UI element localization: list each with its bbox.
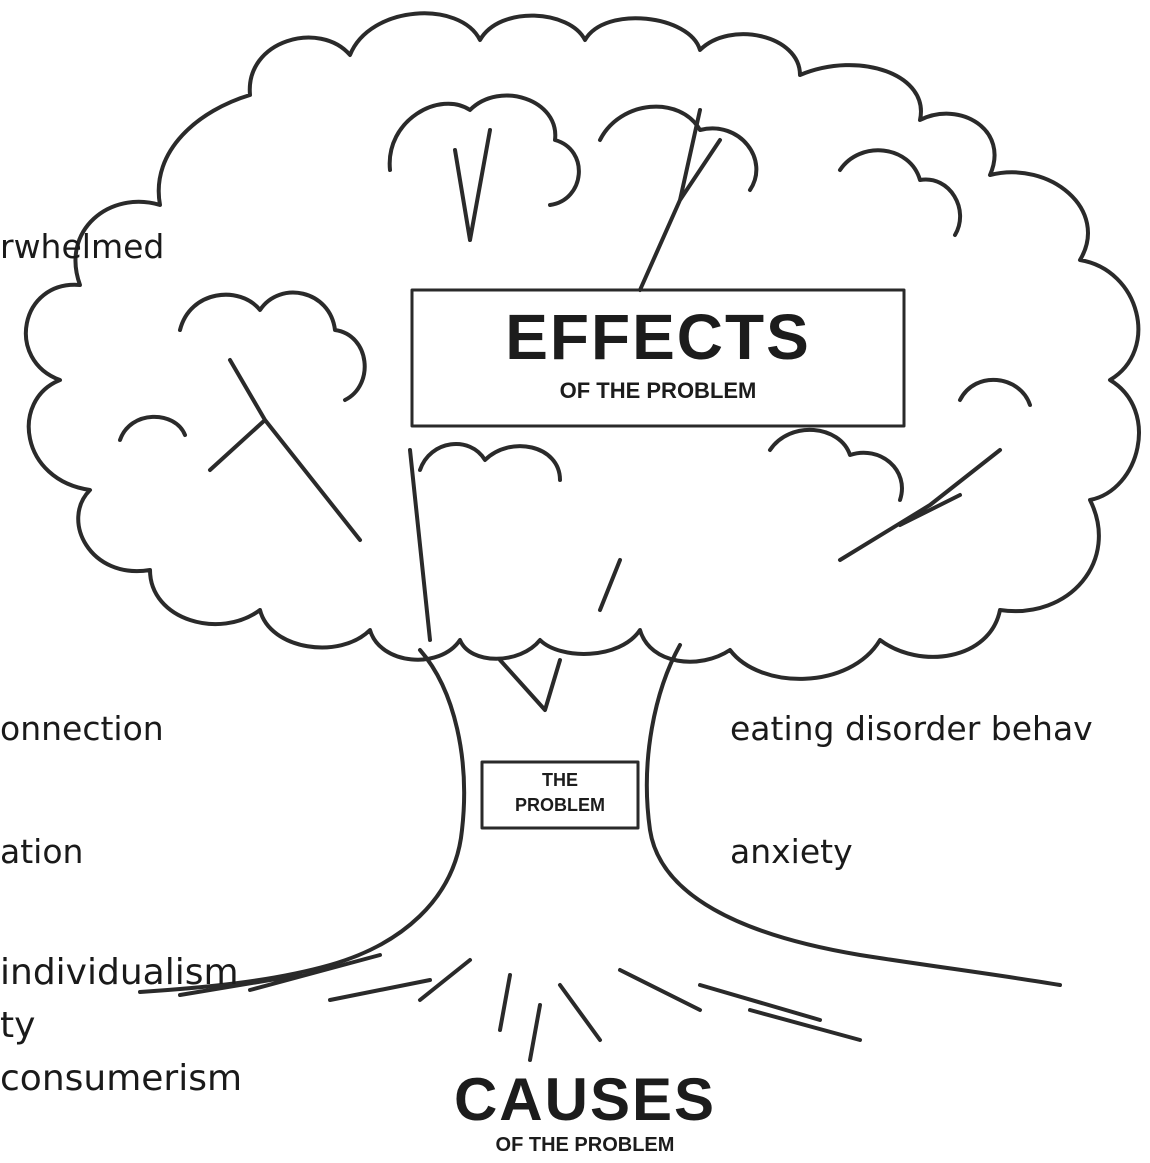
cause-label-individualism: individualism (0, 955, 239, 991)
roots (180, 955, 860, 1060)
effect-label-eating-disorder: eating disorder behav (730, 712, 1093, 745)
trunk-left (140, 650, 464, 992)
effects-subtitle: OF THE PROBLEM (412, 378, 904, 404)
problem-box-line1: THE (482, 770, 638, 791)
effects-title: EFFECTS (412, 300, 904, 374)
cause-label-consumerism: consumerism (0, 1061, 242, 1097)
cause-label-ty: ty (0, 1008, 35, 1044)
trunk-right (647, 645, 1060, 985)
effect-label-overwhelmed: rwhelmed (0, 230, 164, 263)
problem-box-line2: PROBLEM (482, 795, 638, 816)
causes-title: CAUSES (440, 1065, 730, 1134)
effect-label-connection: onnection (0, 712, 164, 745)
effect-label-ation: ation (0, 835, 83, 868)
effect-label-anxiety: anxiety (730, 835, 853, 868)
causes-subtitle: OF THE PROBLEM (440, 1134, 730, 1157)
